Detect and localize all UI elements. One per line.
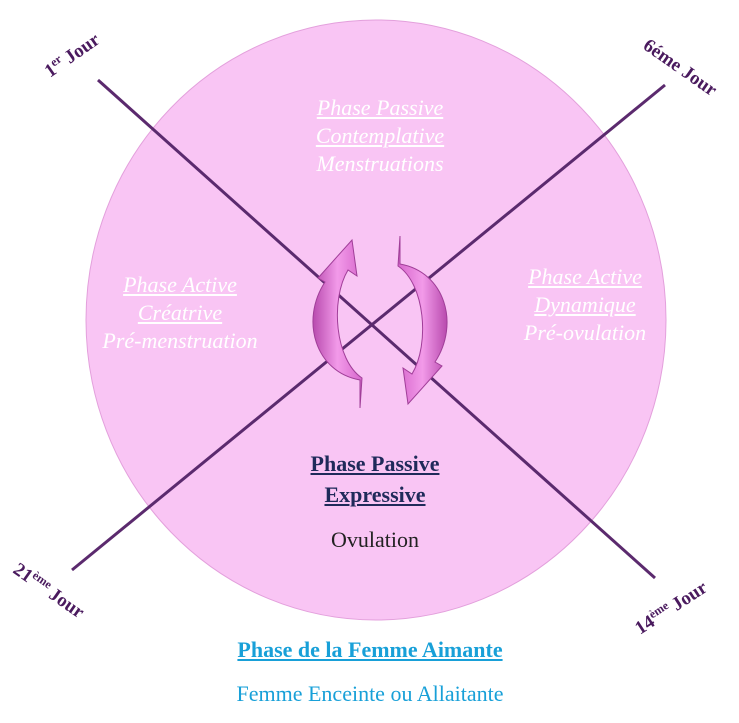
day14-label: 14èmeJour	[630, 575, 711, 639]
phase-active-creative-subtitle: Créatrive	[137, 300, 223, 325]
phase-passive-expressive: Phase Passive Expressive	[250, 448, 500, 510]
footer-title: Phase de la Femme Aimante	[237, 637, 503, 662]
ovulation-label: Ovulation	[331, 527, 419, 552]
axis-line-day6-day21	[71, 83, 666, 572]
phase-passive-expressive-subtitle: Expressive	[324, 482, 426, 507]
phase-active-dynamic-title: Phase Active	[528, 264, 642, 289]
phase-active-dynamic-desc: Pré-ovulation	[523, 320, 647, 345]
phase-passive-expressive-title: Phase Passive	[310, 451, 440, 476]
phase-passive-contemplative-subtitle: Contemplative	[315, 123, 445, 148]
phase-passive-contemplative-title: Phase Passive	[316, 95, 444, 120]
cycle-arrow-right	[397, 235, 448, 406]
axis-line-day1-day14	[97, 78, 656, 580]
phase-active-dynamic-subtitle: Dynamique	[534, 292, 636, 317]
day6-label: 6éme Jour	[639, 35, 721, 101]
phase-passive-contemplative-desc: Menstruations	[316, 151, 444, 176]
phase-active-creative-title: Phase Active	[123, 272, 237, 297]
phase-active-creative: Phase Active Créatrive Pré-menstruation	[55, 271, 305, 355]
day1-label: 1erJour	[40, 27, 105, 82]
phase-passive-contemplative: Phase Passive Contemplative Menstruation…	[255, 94, 505, 178]
footer-subtitle: Femme Enceinte ou Allaitante	[236, 681, 504, 706]
cycle-arrow-left	[312, 238, 363, 409]
phase-active-dynamic: Phase Active Dynamique Pré-ovulation	[470, 263, 700, 347]
phase-active-creative-desc: Pré-menstruation	[102, 328, 258, 353]
